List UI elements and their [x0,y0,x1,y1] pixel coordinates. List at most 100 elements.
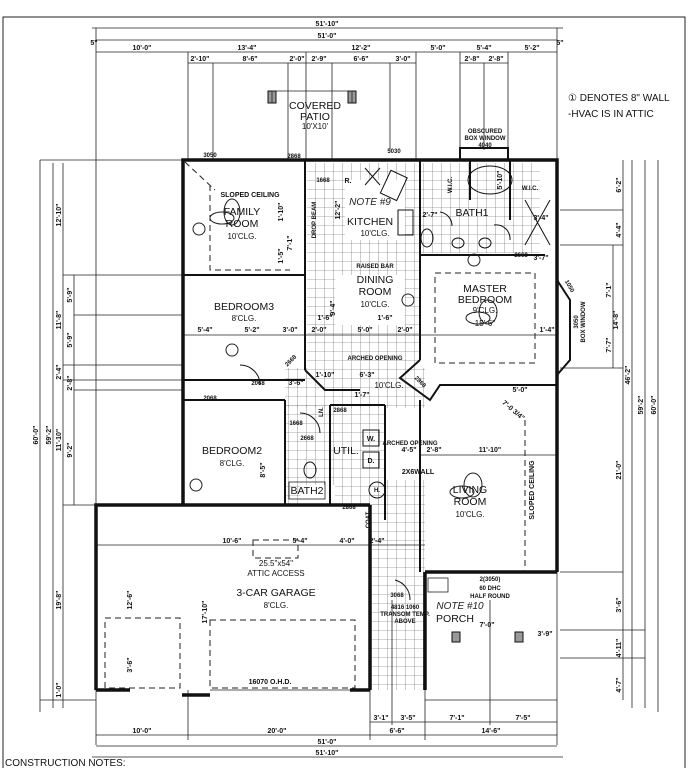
dimension: 2'-8" [426,447,441,454]
attic-access-size: 25.5"x54" [259,559,293,568]
toilet [303,461,317,479]
dimension: 14'-8" [613,311,620,330]
room-label-bath1: BATH1 [455,207,488,219]
dryer [362,451,380,469]
box-window-size: 3050 [574,315,580,329]
toilet [420,228,434,248]
dimension: 51'-0" [318,739,337,746]
linen-closet-label: LN. [319,407,325,417]
arched-opening-label: ARCHED OPENING [382,441,437,447]
dimension: 3'-0" [395,56,410,63]
door-label: 1668 [316,178,330,184]
dimension: 21'-0" [616,461,623,480]
dimension: 4'-7" [616,677,623,692]
room-label-living: LIVING [453,484,487,496]
attic-access-label: ATTIC ACCESS [247,569,304,578]
room-label-dining: DINING [357,274,394,286]
room-label-bedroom2: BEDROOM2 [202,445,262,457]
dimension: 6'-6" [389,728,404,735]
dimension: 4'-5" [401,447,416,454]
dimension: 3'-7" [533,255,548,262]
coat-closet-label: COAT [366,511,372,528]
window-label: 5030 [387,149,401,155]
dimension: 5'-9" [67,332,74,347]
dimension: 5'-0" [357,327,372,334]
dimension: 51'-0" [318,33,337,40]
room-label-porch: PORCH [436,613,474,625]
dimension: 7'-7" [606,337,613,352]
dimension: 14'-6" [482,728,501,735]
patio-label: COVERED [289,100,341,112]
dimension: 1'-5" [278,248,285,263]
dimension: 11'-8" [56,311,63,330]
dimension: 5" [556,40,563,47]
closet-dimension: 7'-0 3/4" [500,400,525,423]
dimension: 7'-1" [449,715,464,722]
ceiling-height: 8'CLG. [264,601,289,610]
room-label-family: ROOM [226,218,259,230]
dimension: 5'-4" [476,45,491,52]
dimension: 12'-2" [335,201,342,220]
patio-label: PATIO [300,111,330,123]
handwritten-note: NOTE #9 [349,197,391,208]
ceiling-fan-icon [449,472,483,499]
ceiling-height: 10'CLG. [360,229,389,238]
smoke-detector-icon [225,343,239,357]
interior-walls [183,160,557,593]
dimension: 7'-5" [515,715,530,722]
dimension: 1'-6" [377,315,392,322]
ceiling-fan-icon [465,299,498,325]
box-window-label: BOX WINDOW [465,136,506,142]
sloped-ceiling-note: SLOPED CEILING [529,460,536,520]
dimension: 5'-4" [292,538,307,545]
ceiling-fan-icon [209,198,241,226]
dimension: 2'-0" [311,327,326,334]
smoke-detector-icon [467,253,481,267]
dimension: 1'-4" [539,327,554,334]
ceiling-height: 10'CLG. [455,510,484,519]
dimension: 3'-6" [616,597,623,612]
construction-notes-heading: CONSTRUCTION NOTES: [5,758,126,768]
ceiling-fan-icons [189,198,498,499]
dimension: 5'-2" [244,327,259,334]
range [397,209,414,236]
sloped-ceiling-note: SLOPED CEILING [220,192,280,199]
sink [451,237,465,249]
water-heater [368,481,386,499]
dimension: 7'-0" [479,622,494,629]
room-label-garage: 3-CAR GARAGE [236,587,315,599]
drop-beam-label: DROP BEAM [312,202,318,239]
dimension: 4'-4" [616,222,623,237]
dimension: 10'-0" [133,45,152,52]
dimension: 1'-10" [278,203,285,222]
dimension: 8'-5" [260,462,267,477]
window-label: 3050 [203,153,217,159]
dimension: 5'-10" [497,171,504,190]
dimension: 59'-2" [638,396,645,415]
raised-bar-label: RAISED BAR [356,264,394,270]
box-window-label: BOX WINDOW [581,301,587,342]
door-label: 2668 [300,436,314,442]
dimension: 46'-2" [625,366,632,385]
smoke-detector-icon [401,293,415,307]
dimension: 5'-0" [512,387,527,394]
porch-window-label: 2(3050) [480,577,501,583]
room-label-living: ROOM [454,496,487,508]
dimension: 1'-10" [316,372,335,379]
box-window-size: 4040 [478,143,492,149]
transom-label: TRANSOM TEMP. [380,612,430,618]
dimension: 2'-4" [369,538,384,545]
dimension: 8'-6" [242,56,257,63]
dimension: 2'-8" [488,56,503,63]
washer-label: W. [367,436,375,443]
dimension: 12'-2" [352,45,371,52]
dimension: 51'-10" [316,21,339,28]
patio-size: 10'X10' [302,122,329,131]
dimension: 10'-6" [223,538,242,545]
dimension: 2'-0" [397,327,412,334]
room-size: 15'-6" [475,319,496,328]
door-label: 2068 [251,381,265,387]
transom-label: 4816 1060 [391,605,420,611]
room-label-master: BEDROOM [458,294,512,306]
